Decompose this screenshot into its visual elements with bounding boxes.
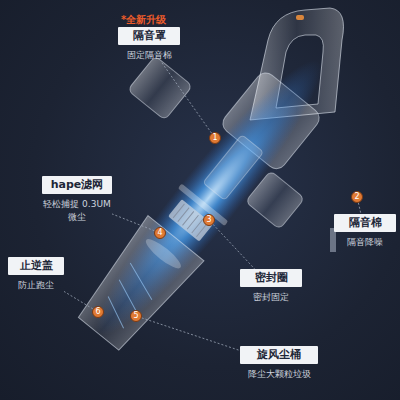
callout-text: 5 [131, 311, 141, 321]
callout-text: 2 [352, 192, 362, 202]
leader-line [112, 214, 154, 231]
check-cover [143, 235, 185, 272]
power-button [296, 15, 304, 20]
callout-text: 3 [204, 215, 214, 225]
part-description: 密封固定 [240, 291, 302, 304]
cyclone-bucket [71, 216, 204, 357]
part-name: 隔音棉 [334, 214, 396, 232]
part-label: 旋风尘桶降尘大颗粒垃圾 [240, 346, 318, 381]
part-label: 隔音棉隔音降噪 [334, 214, 396, 249]
callout-number: 5 [130, 310, 142, 322]
vacuum-body [69, 38, 348, 358]
part-label: 密封圈密封固定 [240, 269, 302, 304]
part-name: 止逆盖 [8, 257, 64, 275]
callout-text: 4 [155, 228, 165, 238]
part-label: hape滤网轻松捕捉 0.3UM微尘 [42, 176, 112, 224]
part-description: 降尘大颗粒垃圾 [240, 368, 318, 381]
part-description: 固定隔音棉 [118, 49, 180, 62]
part-description: 防止跑尘 [8, 279, 64, 292]
leader-line [161, 62, 211, 133]
leader-line [142, 318, 240, 351]
part-description: 轻松捕捉 0.3UM微尘 [42, 198, 112, 224]
callout-number: 3 [203, 214, 215, 226]
part-name: 旋风尘桶 [240, 346, 318, 364]
callout-number: 2 [351, 191, 363, 203]
part-label: 隔音罩固定隔音棉 [118, 27, 180, 62]
callout-number: 6 [92, 306, 104, 318]
sound-cover-left [128, 56, 193, 120]
part-label: 止逆盖防止跑尘 [8, 257, 64, 292]
part-name: 密封圈 [240, 269, 302, 287]
callout-number: 1 [209, 132, 221, 144]
part-name: hape滤网 [42, 176, 112, 194]
sound-cover-shell [128, 56, 193, 120]
callout-text: 1 [210, 133, 220, 143]
leader-line [358, 203, 361, 214]
callout-number: 4 [154, 227, 166, 239]
leader-line [64, 291, 93, 308]
cyclone-swirl [96, 263, 162, 331]
callout-text: 6 [93, 307, 103, 317]
motor [203, 135, 264, 201]
upgrade-note: *全新升级 [121, 13, 166, 27]
leader-line [213, 224, 255, 269]
part-description: 隔音降噪 [334, 236, 396, 249]
part-name: 隔音罩 [118, 27, 180, 45]
